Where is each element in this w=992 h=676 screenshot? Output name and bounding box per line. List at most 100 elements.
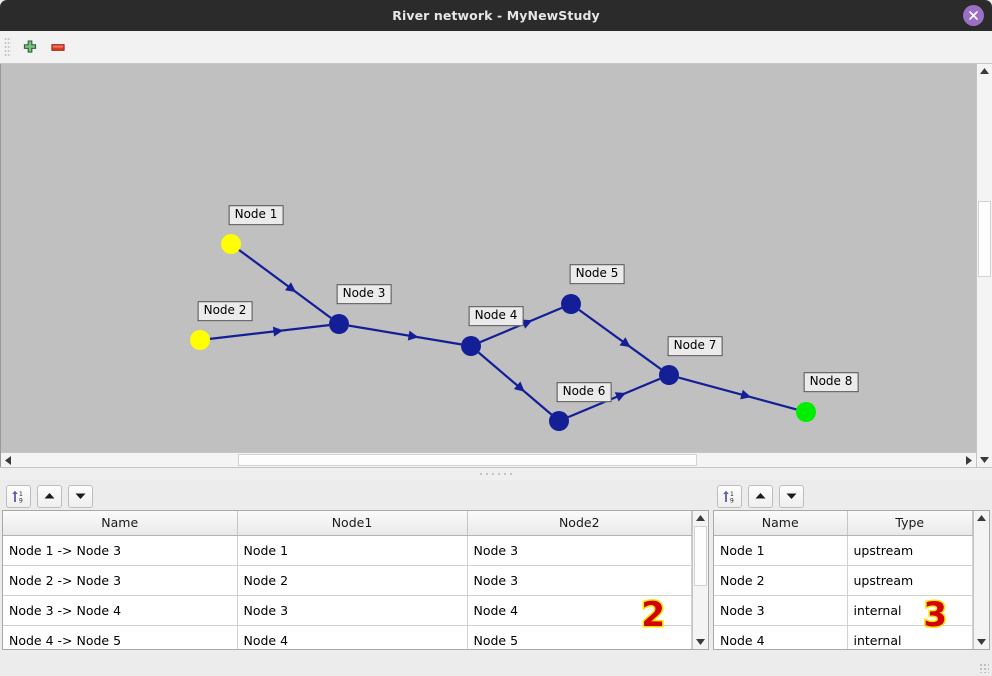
node-label[interactable]: Node 3: [336, 284, 392, 304]
reaches-vscroll-track[interactable]: [693, 526, 708, 634]
edge-line[interactable]: [238, 249, 332, 319]
table-cell[interactable]: Node 3 -> Node 4: [3, 595, 238, 626]
node-label[interactable]: Node 6: [556, 382, 612, 402]
reaches-toolbar: 1 9: [0, 480, 711, 510]
node-marker[interactable]: [221, 234, 241, 254]
close-icon: [969, 11, 978, 20]
vscroll-up-button[interactable]: [977, 64, 992, 79]
nodes-move-up-button[interactable]: [748, 484, 773, 508]
splitter-handle[interactable]: [478, 472, 514, 476]
close-button[interactable]: [963, 5, 984, 26]
node-label[interactable]: Node 7: [667, 336, 723, 356]
edge-line[interactable]: [578, 308, 662, 371]
reaches-vscroll-down-button[interactable]: [693, 634, 708, 649]
panel-splitter[interactable]: [0, 467, 992, 480]
column-header-type[interactable]: Type: [847, 511, 973, 536]
column-header-node1[interactable]: Node1: [237, 511, 468, 536]
edge-line[interactable]: [477, 351, 553, 416]
nodes-vscrollbar[interactable]: [973, 511, 989, 649]
nodes-sort-button[interactable]: 1 9: [717, 484, 742, 508]
node-marker[interactable]: [461, 336, 481, 356]
edge-line[interactable]: [567, 377, 661, 419]
vscroll-thumb[interactable]: [978, 201, 991, 277]
toolbar-drag-grip[interactable]: [4, 37, 11, 57]
hscroll-track[interactable]: [16, 453, 961, 467]
table-cell[interactable]: Node 4: [237, 625, 468, 649]
nodes-move-down-button[interactable]: [779, 484, 804, 508]
diagram-vscrollbar[interactable]: [976, 64, 992, 467]
reaches-move-up-button[interactable]: [37, 484, 62, 508]
column-header-name[interactable]: Name: [714, 511, 848, 536]
table-cell[interactable]: Node 1: [237, 535, 468, 566]
network-canvas[interactable]: Node 1 Node 2 Node 3 Node 4 Node 5 Node 6 Node…: [1, 64, 976, 452]
table-cell[interactable]: Node 4 -> Node 5: [3, 625, 238, 649]
nodes-vscroll-down-button[interactable]: [974, 634, 989, 649]
diagram-hscrollbar[interactable]: [1, 452, 976, 467]
table-cell[interactable]: Node 4: [467, 595, 692, 626]
node-marker[interactable]: [659, 365, 679, 385]
remove-node-button[interactable]: [44, 34, 72, 60]
window-resize-grip[interactable]: [979, 663, 989, 673]
triangle-up-icon: [977, 515, 986, 521]
vscroll-down-button[interactable]: [977, 452, 992, 467]
table-cell[interactable]: Node 3: [237, 595, 468, 626]
table-cell[interactable]: Node 5: [467, 625, 692, 649]
table-cell[interactable]: Node 3: [714, 595, 848, 626]
reaches-vscroll-up-button[interactable]: [693, 511, 708, 526]
table-cell[interactable]: Node 4: [714, 625, 848, 649]
hscroll-thumb[interactable]: [238, 454, 697, 466]
node-marker[interactable]: [796, 402, 816, 422]
column-header-name[interactable]: Name: [3, 511, 238, 536]
node-marker[interactable]: [561, 294, 581, 314]
table-cell[interactable]: internal: [847, 595, 973, 626]
reaches-move-down-button[interactable]: [68, 484, 93, 508]
edge-line[interactable]: [209, 324, 330, 340]
reaches-vscrollbar[interactable]: [692, 511, 708, 649]
table-cell[interactable]: upstream: [847, 565, 973, 596]
table-cell[interactable]: Node 2: [237, 565, 468, 596]
vscroll-track[interactable]: [977, 79, 992, 452]
table-cell[interactable]: Node 2 -> Node 3: [3, 565, 238, 596]
node-label[interactable]: Node 5: [569, 264, 625, 284]
node-label[interactable]: Node 1: [228, 205, 284, 225]
table-cell[interactable]: Node 1: [714, 535, 848, 566]
table-cell[interactable]: Node 2: [714, 565, 848, 596]
reaches-sort-button[interactable]: 1 9: [6, 484, 31, 508]
edge-line[interactable]: [348, 324, 462, 346]
table-cell[interactable]: internal: [847, 625, 973, 649]
node-label[interactable]: Node 8: [803, 372, 859, 392]
nodes-vscroll-track[interactable]: [974, 526, 989, 634]
node-label[interactable]: Node 2: [197, 301, 253, 321]
table-cell[interactable]: upstream: [847, 535, 973, 566]
node-label[interactable]: Node 4: [468, 306, 524, 326]
nodes-footer: [711, 650, 992, 676]
nodes-vscroll-up-button[interactable]: [974, 511, 989, 526]
sort-ascending-icon: 1 9: [723, 490, 734, 504]
table-cell[interactable]: Node 1 -> Node 3: [3, 535, 238, 566]
hscroll-right-button[interactable]: [961, 453, 976, 467]
node-marker[interactable]: [329, 314, 349, 334]
add-node-button[interactable]: [16, 34, 44, 60]
edge-arrowhead: [740, 389, 752, 400]
column-header-node2[interactable]: Node2: [467, 511, 692, 536]
hscroll-left-button[interactable]: [1, 453, 16, 467]
node-marker[interactable]: [190, 330, 210, 350]
reaches-vscroll-thumb[interactable]: [694, 526, 707, 586]
table-cell[interactable]: Node 3: [467, 565, 692, 596]
table-cell[interactable]: Node 3: [467, 535, 692, 566]
edge-line[interactable]: [678, 376, 797, 411]
node-marker[interactable]: [549, 411, 569, 431]
